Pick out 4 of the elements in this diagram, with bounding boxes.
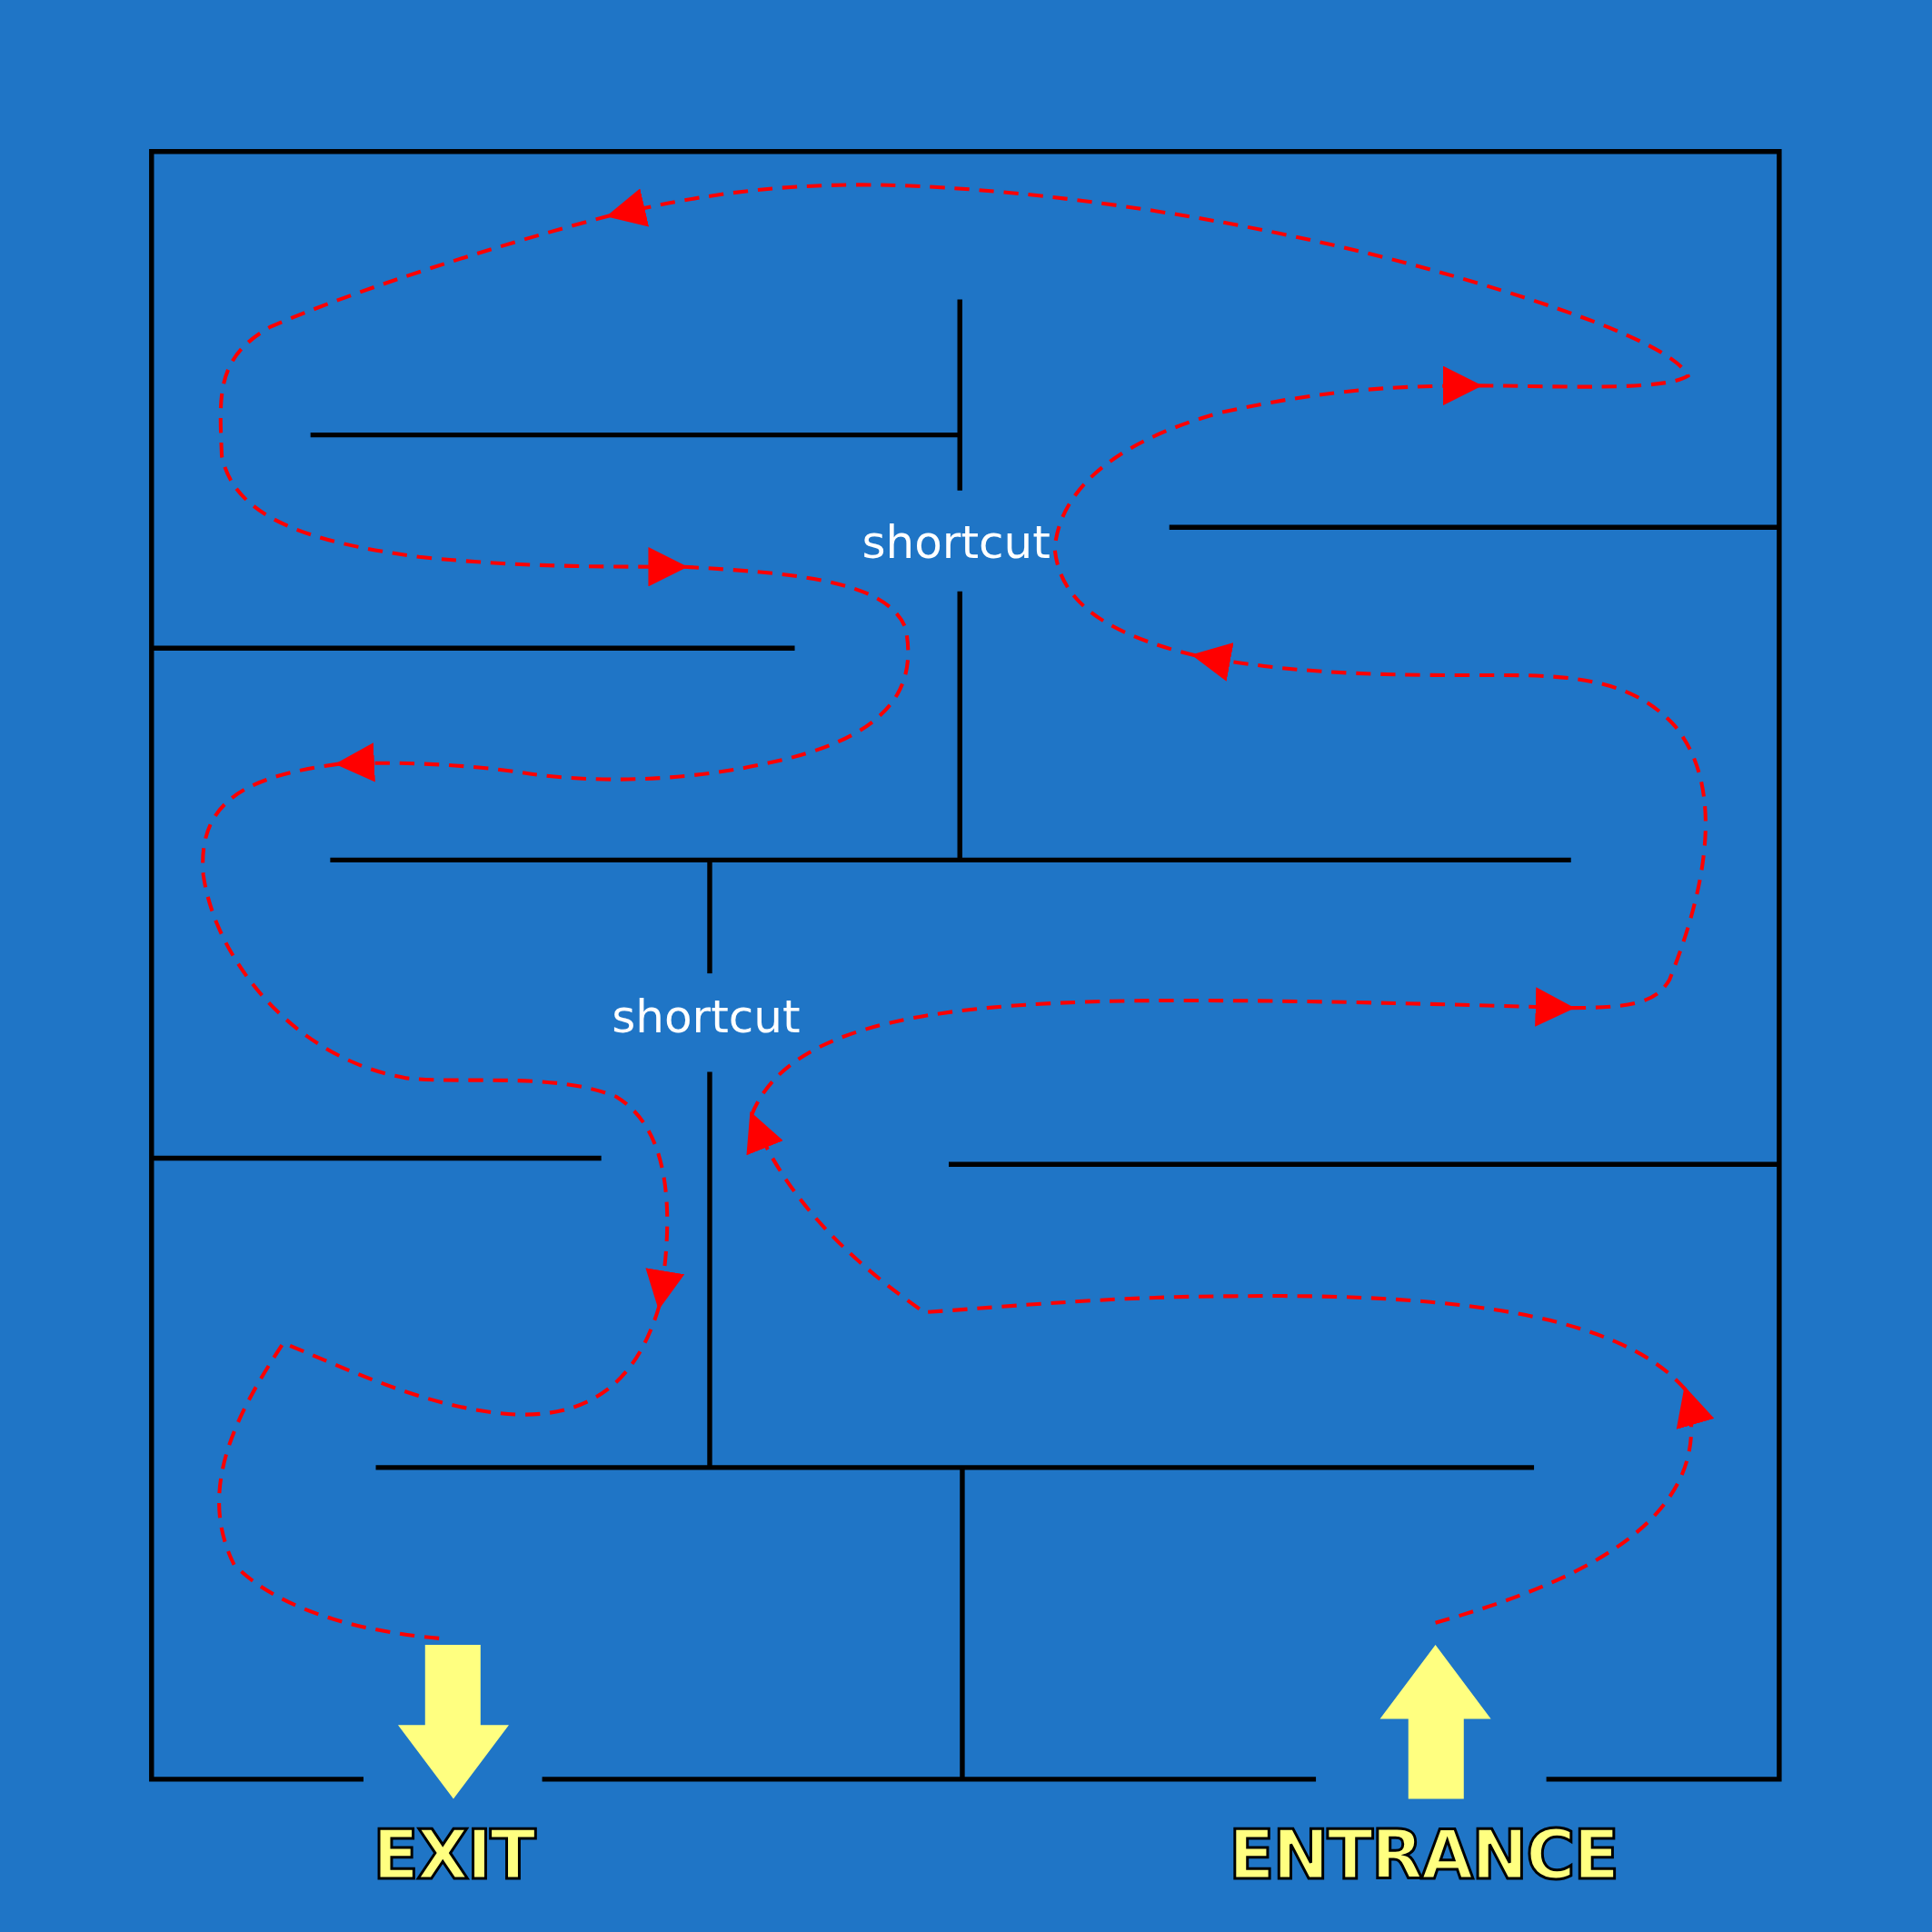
exit-label: EXIT: [373, 1815, 534, 1894]
entrance-label: ENTRANCE: [1229, 1815, 1618, 1894]
shortcut-label: shortcut: [861, 515, 1051, 569]
shortcut-label: shortcut: [612, 990, 801, 1043]
